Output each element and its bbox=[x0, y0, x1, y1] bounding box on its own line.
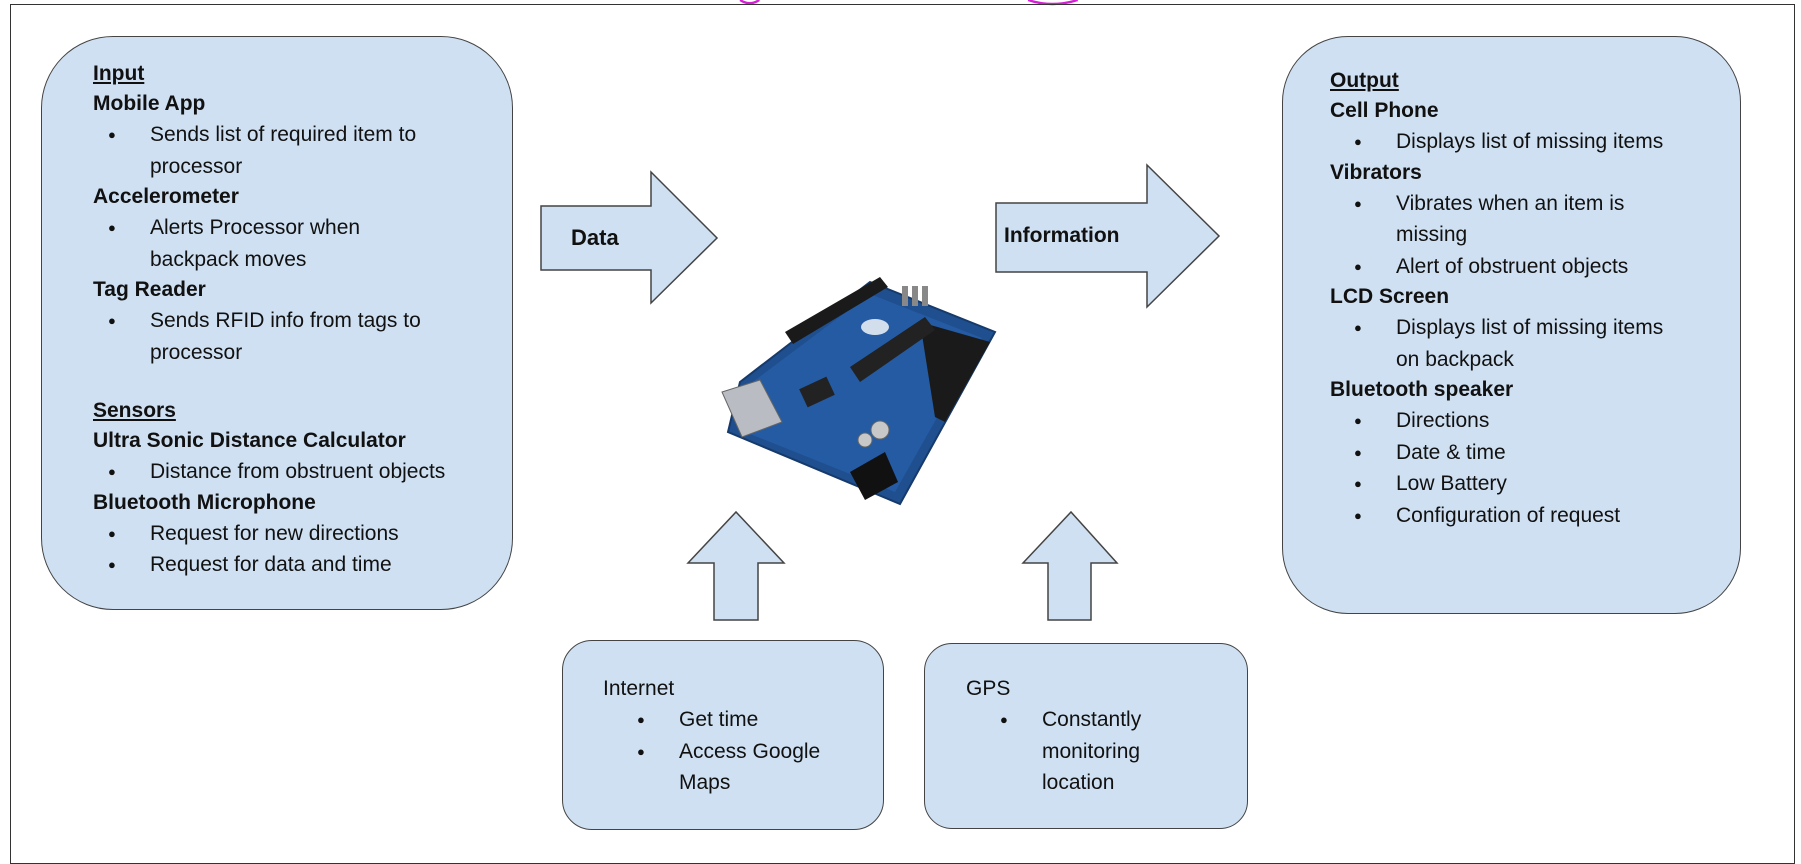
list-item: Alerts Processor when backpack moves bbox=[108, 212, 400, 275]
list-item: Request for new directions bbox=[108, 518, 490, 550]
input-panel: Input Mobile App Sends list of required … bbox=[41, 36, 513, 610]
section-title: Accelerometer bbox=[93, 185, 239, 208]
list-item: Distance from obstruent objects bbox=[108, 456, 490, 488]
sensor-section-bluetooth-mic: Bluetooth Microphone Request for new dir… bbox=[93, 488, 512, 581]
gps-up-arrow bbox=[1021, 510, 1119, 621]
output-section-cell-phone: Cell Phone Displays list of missing item… bbox=[1330, 96, 1740, 158]
section-title: Ultra Sonic Distance Calculator bbox=[93, 429, 406, 452]
section-title: Vibrators bbox=[1330, 160, 1422, 184]
list-item: Date & time bbox=[1354, 437, 1716, 469]
list-item: Request for data and time bbox=[108, 549, 490, 581]
internet-up-arrow bbox=[686, 510, 786, 621]
input-section-accelerometer: Accelerometer Alerts Processor when back… bbox=[93, 182, 512, 275]
list-item: Sends RFID info from tags to processor bbox=[108, 305, 470, 368]
input-section-mobile-app: Mobile App Sends list of required item t… bbox=[93, 89, 512, 182]
sensor-section-ultrasonic: Ultra Sonic Distance Calculator Distance… bbox=[93, 426, 512, 488]
output-section-vibrators: Vibrators Vibrates when an item is missi… bbox=[1330, 158, 1740, 283]
internet-title: Internet bbox=[603, 677, 675, 700]
input-section-tag-reader: Tag Reader Sends RFID info from tags to … bbox=[93, 275, 512, 368]
list-item: Alert of obstruent objects bbox=[1354, 251, 1696, 283]
output-section-speaker: Bluetooth speaker Directions Date & time… bbox=[1330, 375, 1740, 531]
list-item: Low Battery bbox=[1354, 468, 1716, 500]
data-arrow-label: Data bbox=[571, 225, 619, 250]
section-title: LCD Screen bbox=[1330, 285, 1450, 308]
section-title: Bluetooth speaker bbox=[1330, 378, 1514, 401]
section-title: Mobile App bbox=[93, 92, 206, 115]
data-arrow bbox=[540, 170, 719, 305]
list-item: Displays list of missing items bbox=[1354, 126, 1686, 158]
gps-box: GPS Constantly monitoring location bbox=[924, 643, 1248, 829]
output-heading: Output bbox=[1330, 69, 1399, 92]
information-arrow bbox=[995, 163, 1221, 309]
input-heading: Input bbox=[93, 62, 145, 85]
list-item: Displays list of missing items on backpa… bbox=[1354, 312, 1686, 375]
list-item: Access Google Maps bbox=[637, 736, 829, 799]
section-title: Bluetooth Microphone bbox=[93, 490, 316, 514]
output-panel: Output Cell Phone Displays list of missi… bbox=[1282, 36, 1741, 614]
list-item: Directions bbox=[1354, 405, 1716, 437]
list-item: Constantly monitoring location bbox=[1000, 704, 1182, 799]
section-title: Cell Phone bbox=[1330, 99, 1439, 122]
output-section-lcd: LCD Screen Displays list of missing item… bbox=[1330, 282, 1740, 375]
gps-title: GPS bbox=[966, 677, 1011, 700]
list-item: Configuration of request bbox=[1354, 500, 1716, 532]
list-item: Get time bbox=[637, 704, 829, 736]
section-title: Tag Reader bbox=[93, 278, 206, 301]
list-item: Sends list of required item to processor bbox=[108, 119, 470, 182]
information-arrow-label: Information bbox=[1004, 224, 1120, 247]
internet-box: Internet Get time Access Google Maps bbox=[562, 640, 884, 830]
arduino-board-image bbox=[721, 277, 997, 506]
list-item: Vibrates when an item is missing bbox=[1354, 188, 1696, 251]
sensors-heading: Sensors bbox=[93, 399, 176, 422]
